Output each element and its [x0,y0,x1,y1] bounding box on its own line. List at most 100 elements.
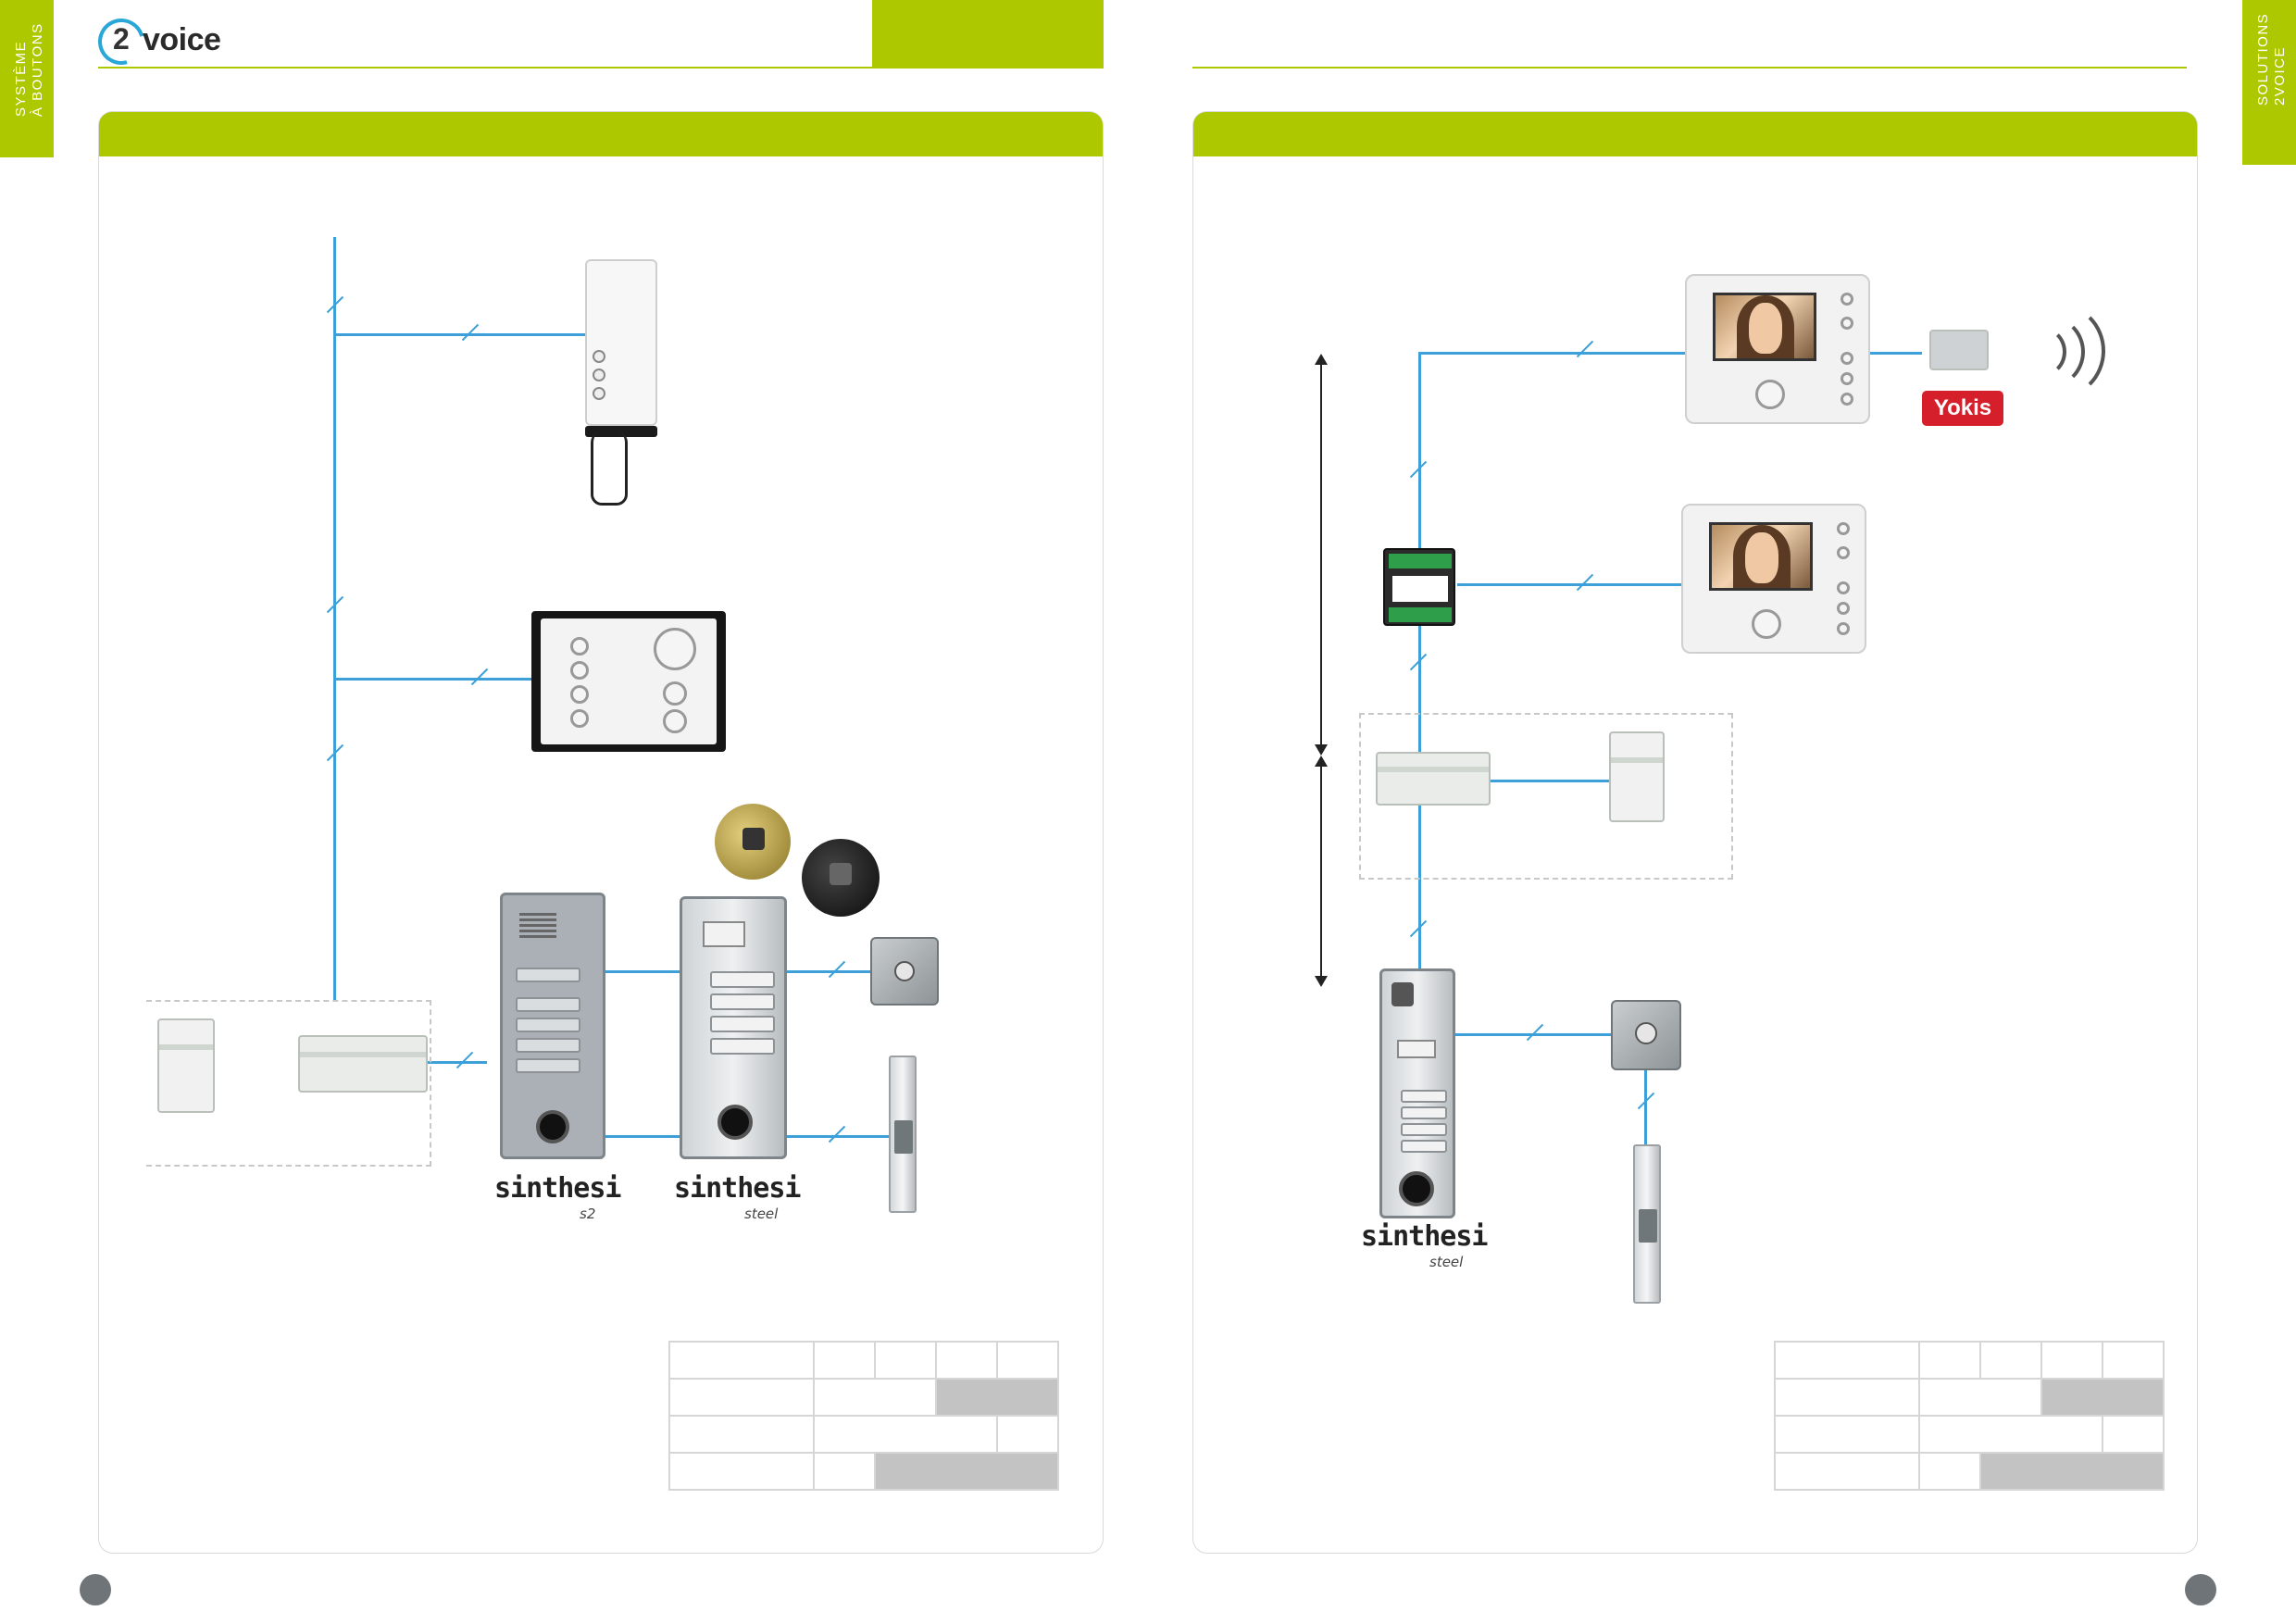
name-button [1401,1090,1447,1103]
side-tab-left-label: SYSTÈME À BOUTONS [13,22,45,117]
monitor-button [1837,522,1850,535]
display-window [1397,1040,1436,1058]
header-accent-block [872,0,1104,69]
handsfree-button [570,661,589,680]
name-button [710,1038,775,1055]
arrow-head-icon [1315,756,1328,767]
handset-button [593,369,605,381]
bus-controller-right [1376,752,1491,806]
wire-to-power [428,1061,487,1064]
handset-body [585,259,657,426]
handset-cord [591,431,628,506]
terminal-block [1389,607,1452,622]
lock-bolt [1639,1209,1657,1243]
push-button-plate-right[interactable] [1611,1000,1681,1070]
distance-arrow-upper [1320,363,1322,750]
camera-icon [1399,1171,1434,1206]
handsfree-button [570,685,589,704]
electric-strike-right [1633,1144,1661,1304]
name-button [710,971,775,988]
handsfree-intercom[interactable] [531,611,726,752]
video-distributor [1383,548,1455,626]
screen-image [1745,532,1779,583]
right-main-bus [1418,352,1421,1035]
display-window [703,921,745,947]
screen-image [1749,303,1783,354]
arrow-head-icon [1315,354,1328,365]
name-button [516,1038,580,1053]
handsfree-button [663,709,687,733]
name-button [516,968,580,982]
speaker-grille-icon [519,910,556,938]
name-button [1401,1106,1447,1119]
camera-icon [718,1105,753,1140]
name-button [516,997,580,1012]
side-tab-right[interactable]: SOLUTIONS 2VOICE [2242,0,2296,165]
monitor-button [1841,293,1853,306]
electric-strike-left [889,1056,917,1213]
wire-to-lock [787,1135,889,1138]
wire-to-button-right [1455,1033,1613,1036]
push-button-plate-left[interactable] [870,937,939,1006]
module-stripe [1378,767,1489,772]
intercom-handset[interactable] [585,259,657,509]
sinthesi-steel-variant-right: steel [1429,1254,1464,1270]
push-button-icon [894,961,915,981]
finish-option-brass[interactable] [715,804,791,880]
wire-to-power-supply [1491,780,1615,782]
lock-bolt [894,1120,913,1154]
sinthesi-s2-variant: s2 [580,1206,596,1222]
handsfree-button [570,709,589,728]
power-group-right [1359,713,1733,880]
wire-to-lock-right [1644,1070,1647,1144]
left-panel-header-bar [99,112,1103,156]
arrow-head-icon [1315,976,1328,987]
page-marker-left [80,1574,111,1605]
finish-option-black[interactable] [802,839,880,917]
name-button [1401,1123,1447,1136]
door-panel-steel-left[interactable] [680,896,787,1159]
video-monitor-2[interactable] [1681,504,1866,654]
monitor-button [1837,581,1850,594]
door-panel-steel-right[interactable] [1379,968,1455,1218]
wire-to-monitor-2 [1457,583,1689,586]
wire-to-handsfree [333,678,533,681]
yokis-wireless-module[interactable] [1929,330,1989,370]
left-main-bus [333,237,336,1000]
name-button [516,1018,580,1032]
monitor-screen [1709,522,1813,591]
module-stripe [159,1044,213,1050]
monitor-screen [1713,293,1816,361]
door-panel-s2[interactable] [500,893,605,1159]
wire-to-button [787,970,870,973]
sinthesi-steel-logo-right: sinthesi [1361,1220,1488,1253]
sinthesi-steel-logo-left: sinthesi [674,1172,801,1205]
name-button [516,1058,580,1073]
side-tab-left[interactable]: SYSTÈME À BOUTONS [0,0,54,157]
module-stripe [1611,757,1663,763]
module-label [1392,576,1448,602]
distance-arrow-lower [1320,765,1322,978]
handsfree-button [663,681,687,706]
wire-panel-top [605,970,680,973]
page-marker-right [2185,1574,2216,1605]
side-tab-right-label: SOLUTIONS 2VOICE [2255,12,2288,106]
power-supply-unit-left [157,1018,215,1113]
sinthesi-s2-logo: sinthesi [494,1172,621,1205]
video-monitor-1[interactable] [1685,274,1870,424]
monitor-main-button [1752,609,1781,639]
name-button [1401,1140,1447,1153]
left-spec-table [668,1341,1059,1491]
header-rule-right [1192,67,2187,69]
arrow-head-icon [1315,744,1328,756]
monitor-button [1837,602,1850,615]
handset-button [593,350,605,363]
wire-to-monitor-1 [1418,352,1687,355]
right-panel-header-bar [1193,112,2197,156]
camera-icon [830,863,852,885]
module-stripe [300,1052,426,1057]
name-button [710,1016,775,1032]
handset-button [593,387,605,400]
handset-base [585,426,657,437]
header-rule-left [98,67,872,69]
